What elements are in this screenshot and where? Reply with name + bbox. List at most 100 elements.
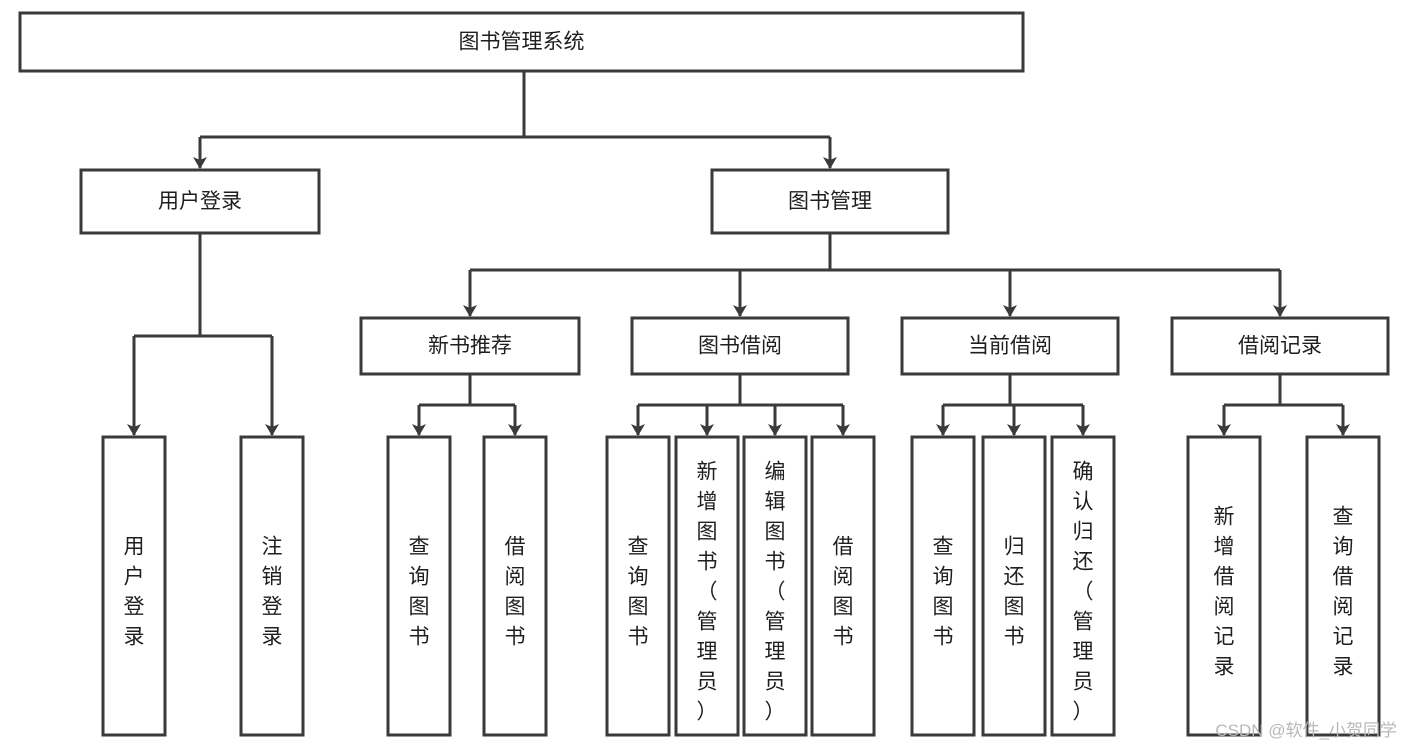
node-label-char: 阅 bbox=[1333, 596, 1354, 619]
node-label-char: 查 bbox=[409, 536, 430, 559]
node-label-char: 编 bbox=[765, 461, 786, 484]
node-label-char: 图 bbox=[833, 596, 854, 619]
node-label-char: 理 bbox=[1073, 641, 1094, 664]
node-label-char: 认 bbox=[1073, 491, 1094, 514]
node-boxes: 图书管理系统用户登录图书管理新书推荐图书借阅当前借阅借阅记录用户登录注销登录查询… bbox=[18, 11, 1390, 737]
node-label-char: 理 bbox=[765, 641, 786, 664]
node-rect bbox=[742, 435, 808, 737]
node-rect bbox=[239, 435, 305, 737]
node-level3-当前借阅[interactable]: 当前借阅 bbox=[900, 316, 1120, 376]
node-label-char: 图 bbox=[1004, 596, 1025, 619]
node-label-char: 记 bbox=[1333, 626, 1354, 649]
node-label-char: 员 bbox=[1073, 671, 1094, 694]
node-label-char: 书 bbox=[697, 551, 718, 574]
node-label-char: 理 bbox=[697, 641, 718, 664]
node-label-char: 借 bbox=[1333, 566, 1354, 589]
node-rect bbox=[630, 316, 850, 376]
node-label-char: 确 bbox=[1073, 461, 1094, 484]
node-label: 当前借阅 bbox=[968, 335, 1052, 358]
node-label-char: 登 bbox=[262, 596, 283, 619]
node-label-char: 录 bbox=[124, 626, 145, 649]
node-label-char: 记 bbox=[1214, 626, 1235, 649]
node-label-char: 询 bbox=[628, 566, 649, 589]
node-level3-图书借阅[interactable]: 图书借阅 bbox=[630, 316, 850, 376]
node-label-char: 录 bbox=[262, 626, 283, 649]
node-label-char: 新 bbox=[697, 461, 718, 484]
node-rect bbox=[1170, 316, 1390, 376]
node-label-char: 新 bbox=[1214, 506, 1235, 529]
node-rect bbox=[359, 316, 581, 376]
node-label-char: 图 bbox=[697, 521, 718, 544]
node-rect bbox=[101, 435, 167, 737]
node-label-char: 用 bbox=[124, 536, 145, 559]
node-label-char: 图 bbox=[765, 521, 786, 544]
node-level2-用户登录[interactable]: 用户登录 bbox=[79, 168, 321, 235]
node-rect bbox=[482, 435, 548, 737]
node-label-char: 询 bbox=[1333, 536, 1354, 559]
node-label: 新书推荐 bbox=[428, 335, 512, 358]
node-rect bbox=[18, 11, 1025, 73]
node-label-char: 询 bbox=[409, 566, 430, 589]
node-label-char: 增 bbox=[697, 491, 718, 514]
node-label-char: 书 bbox=[833, 626, 854, 649]
node-label-char: 归 bbox=[1004, 536, 1025, 559]
node-label-char: 图 bbox=[409, 596, 430, 619]
node-label-char: 注 bbox=[262, 536, 283, 559]
node-label-char: 书 bbox=[628, 626, 649, 649]
node-label-char: 阅 bbox=[833, 566, 854, 589]
node-label-char: 还 bbox=[1004, 566, 1025, 589]
node-leaf-用户登录[interactable]: 用户登录 bbox=[101, 435, 167, 737]
node-level3-新书推荐[interactable]: 新书推荐 bbox=[359, 316, 581, 376]
node-root-图书管理系统[interactable]: 图书管理系统 bbox=[18, 11, 1025, 73]
node-label: 图书管理 bbox=[788, 190, 872, 213]
node-label-char: 书 bbox=[765, 551, 786, 574]
node-label-char: 借 bbox=[833, 536, 854, 559]
node-label-char: 辑 bbox=[765, 491, 786, 514]
node-label-char: 管 bbox=[697, 611, 718, 634]
node-rect bbox=[386, 435, 452, 737]
node-rect bbox=[1050, 435, 1116, 737]
node-rect bbox=[910, 435, 976, 737]
node-label-char: 录 bbox=[1333, 656, 1354, 679]
node-label-char: （ bbox=[1073, 581, 1094, 604]
node-label: 图书借阅 bbox=[698, 335, 782, 358]
node-label-char: 查 bbox=[628, 536, 649, 559]
node-level3-借阅记录[interactable]: 借阅记录 bbox=[1170, 316, 1390, 376]
node-rect bbox=[810, 435, 876, 737]
node-label: 图书管理系统 bbox=[459, 31, 585, 54]
node-rect bbox=[605, 435, 671, 737]
node-label-char: 销 bbox=[262, 566, 283, 589]
node-rect bbox=[1305, 435, 1381, 737]
node-label-char: 图 bbox=[505, 596, 526, 619]
node-label-char: （ bbox=[765, 581, 786, 604]
node-rect bbox=[900, 316, 1120, 376]
node-level2-图书管理[interactable]: 图书管理 bbox=[710, 168, 950, 235]
node-rect bbox=[79, 168, 321, 235]
node-label-char: 借 bbox=[505, 536, 526, 559]
connector-lines bbox=[127, 71, 1350, 436]
node-label-char: ） bbox=[1073, 701, 1094, 724]
node-label-char: 管 bbox=[765, 611, 786, 634]
node-label-char: 登 bbox=[124, 596, 145, 619]
node-label-char: 还 bbox=[1073, 551, 1094, 574]
node-label-char: 员 bbox=[765, 671, 786, 694]
watermark-label: CSDN @软件_小贺同学 bbox=[1215, 721, 1397, 740]
node-label-char: 阅 bbox=[1214, 596, 1235, 619]
node-label: 用户登录 bbox=[158, 190, 242, 213]
node-label-char: 户 bbox=[124, 566, 145, 589]
node-label-char: 查 bbox=[1333, 506, 1354, 529]
